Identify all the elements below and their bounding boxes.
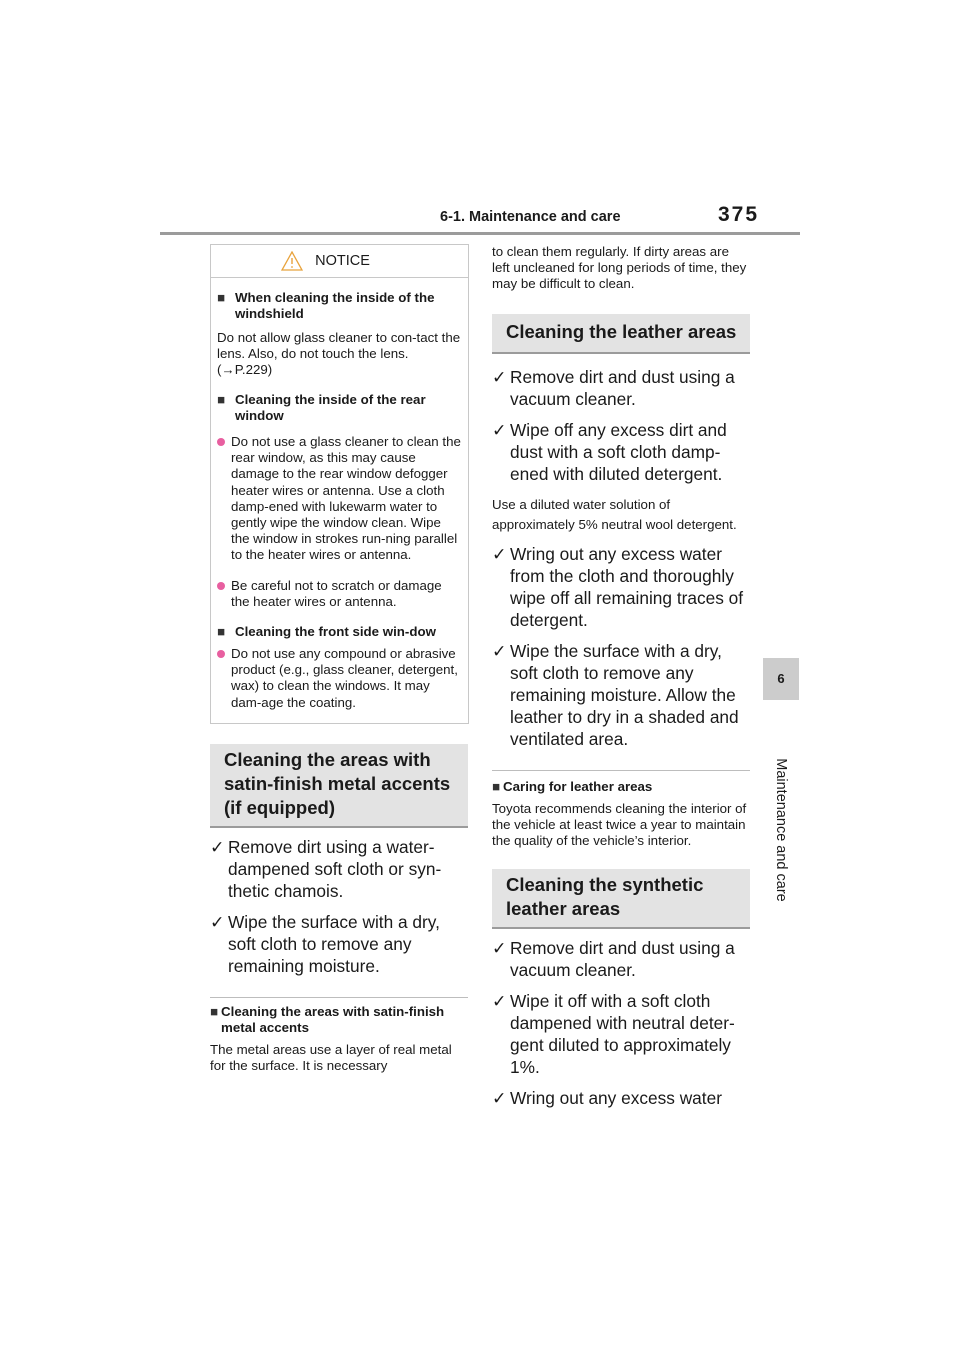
- check-icon: ✓: [492, 367, 507, 387]
- notice-text: Do not allow glass cleaner to con-tact t…: [217, 330, 461, 377]
- notice-bullet: Do not use a glass cleaner to clean the …: [217, 434, 462, 564]
- check-icon: ✓: [492, 938, 507, 958]
- list-item-text: Wipe the surface with a dry, soft cloth …: [228, 911, 440, 976]
- pink-dot-icon: [217, 581, 225, 590]
- note-text: Use a diluted water solution of approxim…: [492, 497, 737, 532]
- list-item: ✓ Wipe it off with a soft cloth dampened…: [492, 990, 750, 1078]
- section-heading-synthetic: Cleaning the synthetic leather areas: [492, 869, 750, 929]
- paragraph: to clean them regularly. If dirty areas …: [492, 244, 747, 291]
- notice-heading: ■ Cleaning the inside of the rear window: [217, 392, 462, 424]
- list-item: ✓ Wring out any excess water from the cl…: [492, 543, 750, 631]
- section-title: 6-1. Maintenance and care: [440, 209, 621, 225]
- square-bullet-icon: ■: [217, 392, 226, 407]
- notice-heading: ■ When cleaning the inside of the windsh…: [217, 290, 462, 322]
- sub-heading-text: Caring for leather areas: [503, 779, 653, 794]
- list-item-text: Wipe the surface with a dry, soft cloth …: [510, 641, 739, 749]
- check-icon: ✓: [492, 991, 507, 1011]
- notice-bullet-text: Do not use a glass cleaner to clean the …: [231, 434, 461, 563]
- sub-heading: ■ Cleaning the areas with satin-finish m…: [210, 1004, 468, 1036]
- list-item-text: Wring out any excess water from the clot…: [510, 544, 744, 630]
- list-item-text: Remove dirt using a water-dampened soft …: [228, 836, 442, 901]
- left-column: NOTICE ■ When cleaning the inside of the…: [210, 244, 469, 1074]
- right-column: to clean them regularly. If dirty areas …: [492, 244, 750, 1109]
- paragraph: Toyota recommends cleaning the interior …: [492, 801, 747, 848]
- chapter-number: 6: [777, 671, 785, 686]
- check-icon: ✓: [492, 544, 507, 564]
- warning-triangle-icon: [281, 251, 304, 271]
- square-bullet-icon: ■: [492, 779, 501, 794]
- chapter-label: Maintenance and care: [773, 758, 789, 902]
- sub-heading-text: Cleaning the areas with satin-finish met…: [221, 1003, 445, 1035]
- list-item: ✓ Remove dirt and dust using a vacuum cl…: [492, 937, 750, 981]
- list-item: ✓ Remove dirt and dust using a vacuum cl…: [492, 366, 750, 410]
- check-icon: ✓: [492, 420, 507, 440]
- header-rule: [160, 232, 800, 235]
- notice-heading-text: When cleaning the inside of the windshie…: [235, 290, 435, 321]
- pink-dot-icon: [217, 438, 225, 446]
- list-item-text: Remove dirt and dust using a vacuum clea…: [510, 367, 735, 409]
- chapter-tab: 6: [763, 658, 799, 700]
- list-item-text: Wipe it off with a soft cloth dampened w…: [510, 991, 735, 1077]
- divider: [492, 770, 750, 771]
- list-item: ✓ Wipe off any excess dirt and dust with…: [492, 419, 750, 485]
- notice-title: NOTICE: [315, 253, 370, 269]
- check-icon: ✓: [210, 911, 225, 932]
- notice-box: NOTICE ■ When cleaning the inside of the…: [210, 244, 469, 724]
- section-heading-leather: Cleaning the leather areas: [492, 314, 750, 354]
- list-item: ✓ Wipe the surface with a dry, soft clot…: [492, 640, 750, 750]
- check-icon: ✓: [210, 836, 225, 857]
- notice-body: ■ When cleaning the inside of the windsh…: [211, 278, 468, 711]
- list-item-text: Wring out any excess water: [510, 1088, 722, 1108]
- notice-header: NOTICE: [211, 245, 468, 278]
- square-bullet-icon: ■: [217, 290, 226, 305]
- notice-bullet-text: Do not use any compound or abrasive prod…: [231, 646, 458, 710]
- notice-heading-text: Cleaning the inside of the rear window: [235, 392, 426, 423]
- check-icon: ✓: [492, 641, 507, 661]
- check-icon: ✓: [492, 1088, 507, 1108]
- notice-heading: ■ Cleaning the front side win-dow: [217, 624, 462, 640]
- section-heading-satin: Cleaning the areas with satin-finish met…: [210, 743, 468, 828]
- notice-bullet-text: Be careful not to scratch or damage the …: [231, 577, 442, 609]
- notice-bullet: Be careful not to scratch or damage the …: [217, 578, 462, 610]
- list-item: ✓ Remove dirt using a water-dampened sof…: [210, 836, 468, 902]
- sub-heading: ■ Caring for leather areas: [492, 779, 750, 795]
- list-item: ✓ Wipe the surface with a dry, soft clot…: [210, 911, 468, 977]
- square-bullet-icon: ■: [217, 624, 226, 640]
- list-item: ✓ Wring out any excess water: [492, 1087, 750, 1109]
- pink-dot-icon: [217, 650, 225, 659]
- divider: [210, 996, 468, 998]
- page-number: 375: [718, 203, 760, 226]
- paragraph: The metal areas use a layer of real meta…: [210, 1041, 452, 1073]
- notice-heading-text: Cleaning the front side win-dow: [235, 624, 436, 640]
- notice-bullet: Do not use any compound or abrasive prod…: [217, 646, 462, 711]
- list-item-text: Remove dirt and dust using a vacuum clea…: [510, 938, 735, 980]
- square-bullet-icon: ■: [210, 1003, 219, 1019]
- list-item-text: Wipe off any excess dirt and dust with a…: [510, 420, 727, 484]
